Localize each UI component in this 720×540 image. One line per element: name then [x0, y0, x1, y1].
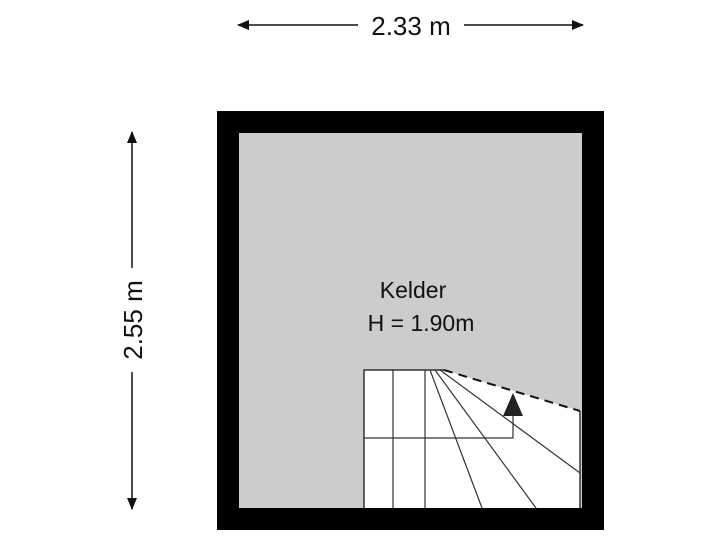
width-dimension: 2.33 m	[237, 11, 584, 41]
depth-dimension-label: 2.55 m	[118, 280, 148, 360]
staircase	[363, 369, 581, 509]
staircase-area	[364, 370, 580, 508]
room-height-label: H = 1.90m	[368, 310, 475, 336]
width-dimension-label: 2.33 m	[371, 11, 451, 41]
staircase-outline	[363, 369, 444, 508]
stair-tread	[439, 369, 581, 474]
stair-tread	[434, 369, 537, 509]
stair-walkline	[364, 414, 514, 439]
staircase-dashed-edge	[443, 369, 581, 412]
room-name-label: Kelder	[380, 277, 447, 303]
stair-tread	[429, 369, 483, 509]
up-arrow-icon	[503, 393, 523, 416]
depth-dimension: 2.55 m	[118, 131, 148, 510]
